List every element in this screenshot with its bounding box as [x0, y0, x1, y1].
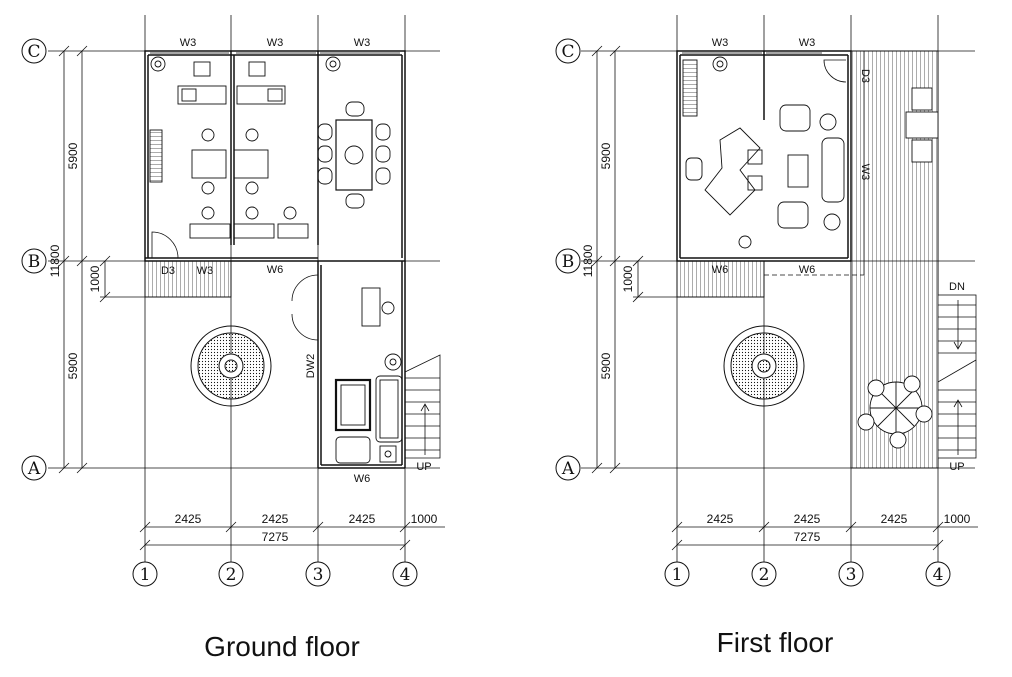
ground-window-w6: W6 — [267, 264, 284, 276]
ground-window-w6: W6 — [354, 473, 371, 485]
first-floor-plan — [581, 15, 978, 562]
ground-walls — [144, 50, 406, 469]
svg-text:3: 3 — [846, 565, 857, 585]
first-grid-bubbles: C B A 1 2 3 4 — [555, 38, 951, 587]
first-dim-vertical: 5900 — [599, 142, 613, 169]
ground-dim-overhang: 1000 — [411, 512, 438, 526]
first-window-w3: W3 — [712, 37, 729, 49]
svg-text:A: A — [27, 459, 41, 479]
ground-dim-total: 7275 — [262, 530, 289, 544]
ground-round-rug — [190, 325, 272, 407]
ground-window-w3: W3 — [197, 265, 214, 277]
first-dim-span: 2425 — [794, 512, 821, 526]
grid-bubble-col: 3 — [305, 561, 331, 587]
ground-dim-vertical-total: 11800 — [48, 244, 62, 277]
grid-bubble-row: C — [21, 38, 47, 64]
grid-bubble-row: C — [555, 38, 581, 64]
first-walls — [676, 50, 865, 275]
svg-text:1: 1 — [672, 565, 683, 585]
grid-bubble-col: 4 — [392, 561, 418, 587]
svg-text:3: 3 — [313, 565, 324, 585]
first-window-w6: W6 — [799, 264, 816, 276]
first-window-w6: W6 — [712, 264, 729, 276]
ground-window-w3: W3 — [180, 37, 197, 49]
ground-hatched-step — [144, 260, 232, 298]
svg-text:2: 2 — [226, 565, 237, 585]
ground-window-w3: W3 — [267, 37, 284, 49]
first-stair-dn: DN — [949, 281, 965, 293]
ground-horizontal-dimensions — [139, 521, 445, 551]
first-office-furniture — [682, 56, 845, 249]
first-window-w3: W3 — [859, 164, 871, 181]
grid-bubble-row: A — [21, 455, 47, 481]
svg-text:A: A — [561, 459, 575, 479]
first-hatched-step — [676, 260, 765, 298]
ground-dim-vertical: 5900 — [66, 142, 80, 169]
ground-grid-lines — [48, 15, 440, 562]
grid-bubble-col: 1 — [664, 561, 690, 587]
svg-text:C: C — [561, 42, 574, 62]
grid-bubble-col: 2 — [751, 561, 777, 587]
ground-window-w3: W3 — [354, 37, 371, 49]
first-round-rug — [723, 325, 805, 407]
ground-dim-span: 2425 — [349, 512, 376, 526]
first-d3-door — [823, 59, 847, 83]
ground-office-furniture — [149, 56, 391, 239]
first-horizontal-dimensions — [671, 521, 978, 551]
first-door-d3: D3 — [859, 69, 871, 83]
grid-bubble-row: B — [21, 248, 47, 274]
ground-stair-up: UP — [416, 461, 431, 473]
ground-vertical-dimensions — [58, 45, 145, 474]
svg-text:B: B — [28, 252, 41, 272]
first-dim-vertical-total: 11800 — [581, 244, 595, 277]
first-dim-offset: 1000 — [621, 265, 635, 292]
ground-labels: W3 W3 W3 W3 D3 W6 W6 DW2 UP 2425 2425 24… — [48, 37, 438, 662]
first-dim-span: 2425 — [707, 512, 734, 526]
grid-bubble-col: 2 — [218, 561, 244, 587]
ground-dim-span: 2425 — [175, 512, 202, 526]
ground-floor-title: Ground floor — [204, 631, 360, 662]
svg-text:4: 4 — [933, 565, 944, 585]
ground-floor-plan — [48, 15, 445, 562]
first-dim-vertical: 5900 — [599, 352, 613, 379]
grid-bubble-row: B — [555, 248, 581, 274]
first-stair-up: UP — [949, 461, 964, 473]
ground-stairs — [404, 354, 441, 459]
first-window-w3: W3 — [799, 37, 816, 49]
first-labels: W3 W3 W6 W6 D3 W3 DN UP 2425 2425 2425 1… — [581, 37, 971, 658]
svg-text:2: 2 — [759, 565, 770, 585]
first-dim-total: 7275 — [794, 530, 821, 544]
svg-text:4: 4 — [400, 565, 411, 585]
svg-text:B: B — [562, 252, 575, 272]
ground-d3-door — [151, 231, 179, 259]
first-vertical-dimensions — [591, 45, 677, 474]
grid-bubble-col: 1 — [132, 561, 158, 587]
grid-bubble-row: A — [555, 455, 581, 481]
svg-text:C: C — [27, 42, 40, 62]
first-floor-title: First floor — [717, 627, 834, 658]
ground-door-d3: D3 — [161, 265, 175, 277]
ground-door-dw2: DW2 — [305, 354, 317, 378]
first-stairs — [937, 294, 977, 459]
ground-dim-offset: 1000 — [88, 265, 102, 292]
ground-dim-span: 2425 — [262, 512, 289, 526]
ground-dw2-door — [291, 274, 319, 341]
first-dim-overhang: 1000 — [944, 512, 971, 526]
grid-bubble-col: 3 — [838, 561, 864, 587]
grid-bubble-col: 4 — [925, 561, 951, 587]
svg-text:1: 1 — [140, 565, 151, 585]
first-deck-furniture — [857, 87, 939, 449]
ground-lounge-furniture — [334, 287, 403, 464]
first-dim-span: 2425 — [881, 512, 908, 526]
ground-grid-bubbles: C B A 1 2 3 4 — [21, 38, 418, 587]
ground-dim-vertical: 5900 — [66, 352, 80, 379]
